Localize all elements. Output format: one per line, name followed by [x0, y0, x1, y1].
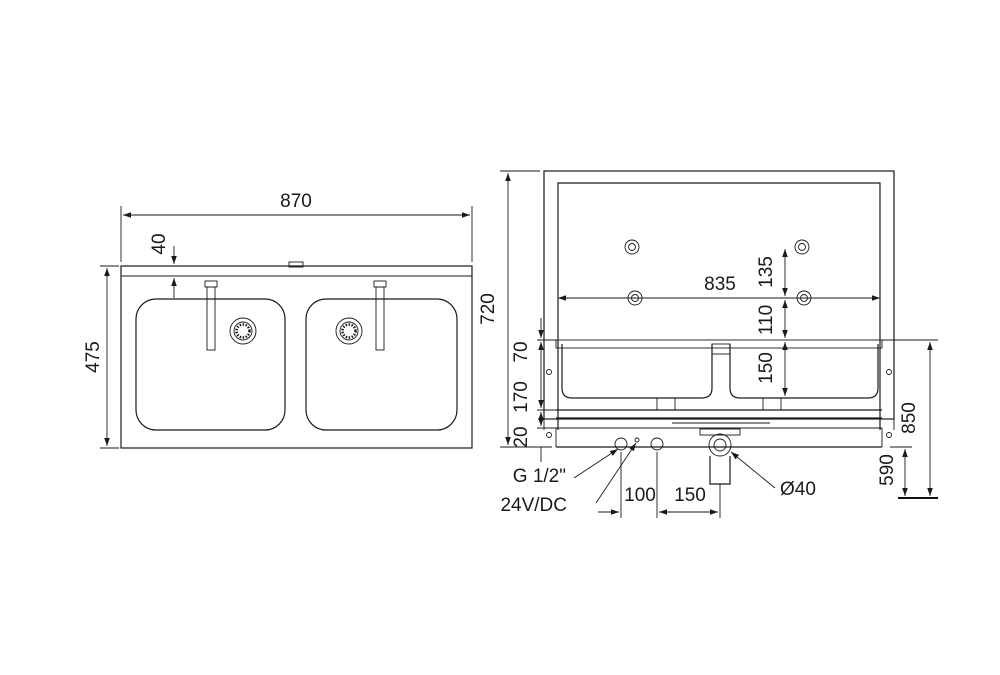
left-drain-icon — [229, 317, 257, 345]
dim-label-170: 170 — [511, 381, 532, 413]
top-view-outline — [120, 265, 473, 449]
dim-label-720: 720 — [478, 293, 499, 325]
dim-label-150-vertical: 150 — [756, 352, 777, 384]
right-faucet — [373, 280, 387, 351]
label-water-connection: G 1/2" — [513, 466, 566, 487]
dim-label-475: 475 — [83, 341, 104, 373]
dim-label-135: 135 — [756, 256, 777, 288]
front-drain-left — [656, 397, 676, 411]
dim-label-70: 70 — [511, 341, 532, 362]
top-view: 870 475 40 — [83, 191, 473, 449]
leader-drain — [730, 451, 776, 489]
label-power-supply: 24V/DC — [500, 495, 567, 516]
leader-power — [595, 442, 637, 504]
drain-siphon — [699, 428, 741, 485]
right-bowl — [305, 298, 458, 431]
dim-label-100: 100 — [624, 485, 656, 506]
right-drain-icon — [335, 317, 363, 345]
dim-label-590: 590 — [877, 454, 898, 486]
dim-label-835: 835 — [704, 274, 736, 295]
backsplash-outer — [543, 170, 895, 420]
backsplash-inner — [557, 182, 881, 430]
dim-label-870: 870 — [280, 191, 312, 212]
dim-label-40: 40 — [149, 233, 170, 254]
front-bowl-left — [561, 344, 713, 399]
front-drain-right — [762, 397, 782, 411]
front-view: 835 135 110 150 720 70 170 20 850 590 — [478, 170, 938, 518]
screw-icon — [794, 239, 810, 255]
water-inlet-icon — [650, 437, 664, 451]
screw-icon — [624, 239, 640, 255]
dim-label-150-horizontal: 150 — [674, 485, 706, 506]
dim-label-20: 20 — [511, 426, 532, 447]
label-drain-diameter: Ø40 — [780, 479, 816, 500]
dim-label-110: 110 — [756, 305, 777, 335]
front-rim — [555, 339, 883, 349]
front-bowl-right — [729, 344, 879, 399]
dim-label-850: 850 — [899, 402, 920, 434]
leader-water — [573, 448, 619, 479]
left-faucet — [204, 280, 218, 351]
top-view-cap — [288, 261, 304, 268]
sensor-connector-icon — [634, 437, 640, 443]
water-inlet-icon — [614, 437, 628, 451]
left-bowl — [135, 298, 286, 431]
